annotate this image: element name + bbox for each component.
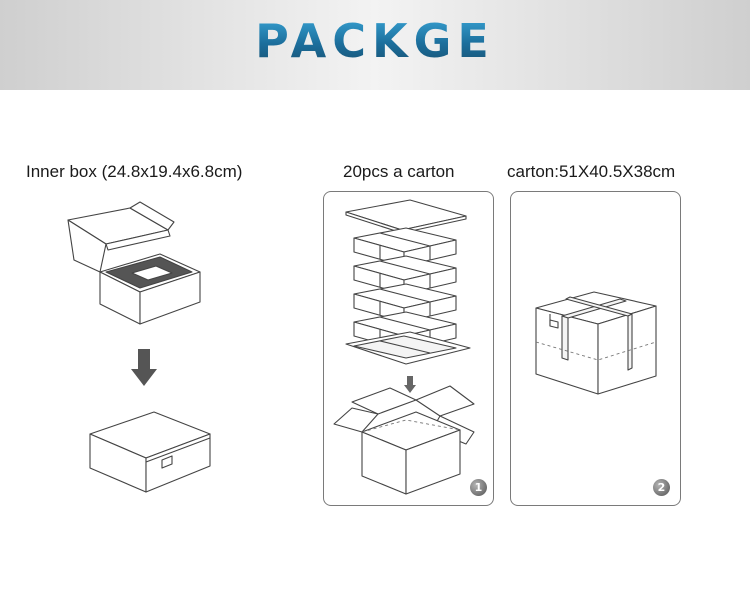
page-title: PACKGE: [0, 14, 750, 68]
inner-box-label: Inner box (24.8x19.4x6.8cm): [26, 162, 243, 181]
step-1-badge: 1: [470, 479, 487, 496]
open-inner-box-illustration: [67, 201, 201, 325]
step-2-badge: 2: [653, 479, 670, 496]
pcs-per-carton-label: 20pcs a carton: [343, 162, 455, 181]
header-banner: PACKGE: [0, 0, 750, 90]
sealed-carton-illustration: [535, 291, 657, 395]
carton-size-label: carton:51X40.5X38cm: [507, 162, 676, 181]
insert-arrow-icon: [404, 376, 416, 393]
stacked-inner-boxes-illustration: [345, 199, 471, 365]
closed-inner-box-illustration: [89, 411, 211, 493]
down-arrow-icon: [131, 349, 157, 386]
open-carton-illustration: [333, 385, 475, 495]
